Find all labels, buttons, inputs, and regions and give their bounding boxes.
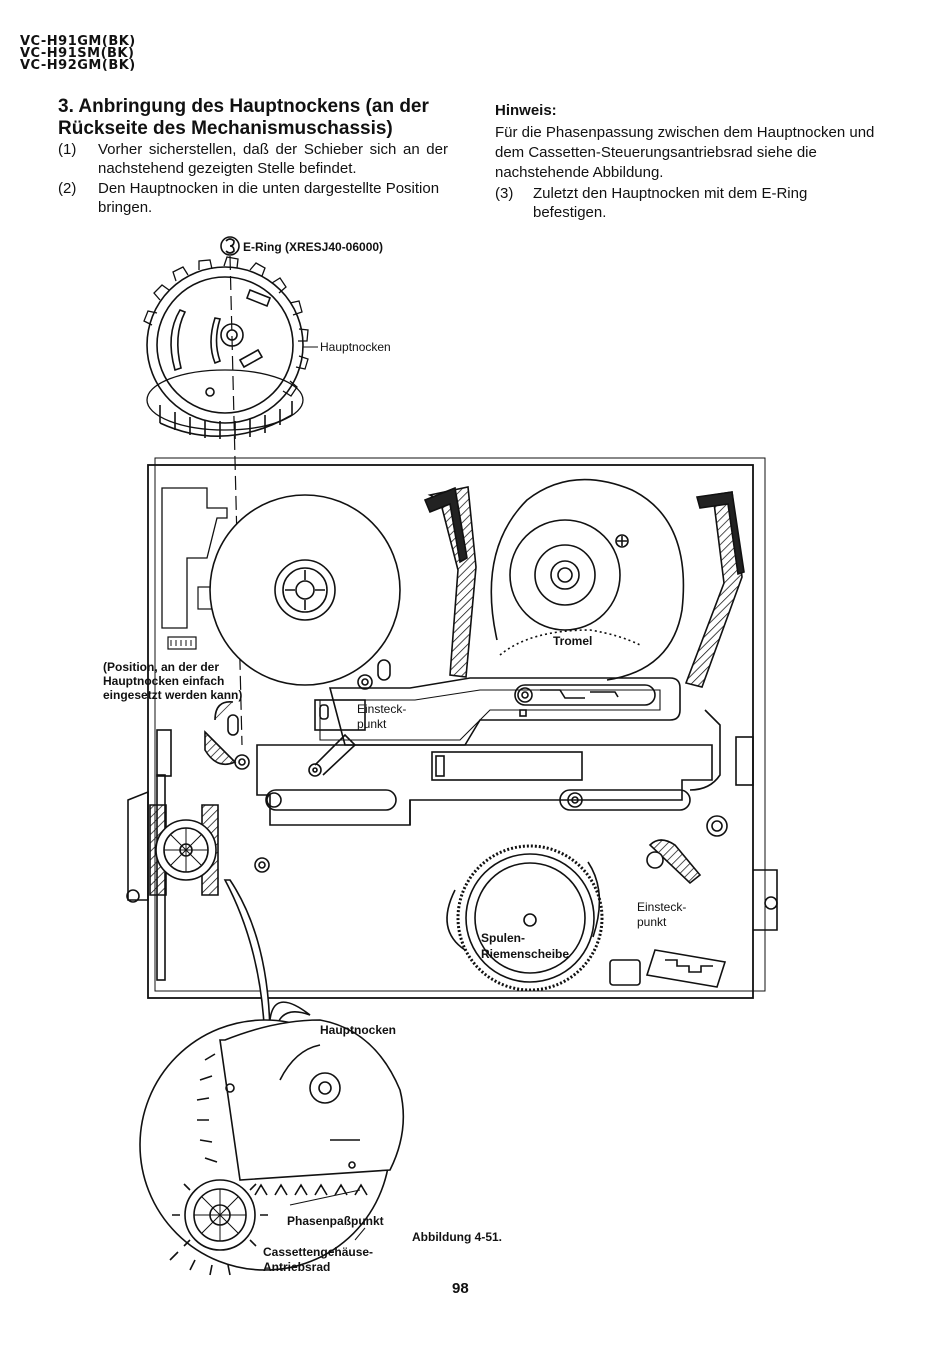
label-hauptnocken-bottom: Hauptnocken — [320, 1023, 397, 1037]
supply-reel-icon — [209, 494, 401, 686]
step-1: (1) Vorher sicherstellen, daß der Schieb… — [58, 140, 448, 180]
label-phasenpasspunkt: Phasenpaßpunkt — [287, 1214, 384, 1228]
zoom-detail-icon — [139, 1019, 405, 1276]
figure-caption: Abbildung 4-51. — [412, 1230, 502, 1244]
label-cassettengehause: Cassettengehäuse-Antriebsrad — [263, 1245, 374, 1274]
model-1: VC-H91GM(BK) — [20, 34, 136, 49]
step-3-text: Zuletzt den Hauptnocken mit dem E-Ring b… — [533, 185, 808, 221]
mechanism-diagram — [126, 236, 778, 1276]
small-gear-left-icon — [149, 804, 219, 896]
step-2-text: Den Hauptnocken in die unten dargestellt… — [98, 180, 440, 216]
section-title: 3. Anbringung des Hauptnockens (an der R… — [58, 96, 429, 139]
drum-tromel-icon — [490, 478, 685, 681]
label-einsteckpunkt-2: Einsteck-punkt — [637, 900, 687, 929]
label-einsteckpunkt-1: Einsteck-punkt — [357, 702, 407, 731]
label-e-ring: E-Ring (XRESJ40-06000) — [243, 240, 384, 254]
model-2: VC-H91SM(BK) — [20, 46, 135, 61]
step-2-number: (2) — [58, 180, 77, 197]
model-header: VC-H91GM(BK) VC-H91SM(BK) VC-H92GM(BK) — [20, 34, 136, 73]
spool-pulley-icon — [446, 844, 604, 992]
label-hauptnocken-top: Hauptnocken — [320, 340, 391, 354]
label-spulen-riemenscheibe: Spulen-Riemenscheibe — [481, 931, 570, 961]
page-number: 98 — [452, 1280, 469, 1297]
label-tromel: Tromel — [553, 634, 593, 648]
step-2: (2) Den Hauptnocken in die unten dargest… — [58, 179, 448, 219]
note-body: Für die Phasenpassung zwischen dem Haupt… — [495, 124, 875, 181]
e-ring-icon — [220, 236, 240, 256]
model-3: VC-H92GM(BK) — [20, 58, 136, 73]
main-cam-top-icon — [143, 256, 309, 439]
step-3: (3) Zuletzt den Hauptnocken mit dem E-Ri… — [495, 184, 880, 224]
label-position: (Position, an der der Hauptnocken einfac… — [103, 660, 243, 702]
note-heading: Hinweis: — [495, 102, 557, 119]
step-1-text: Vorher sicherstellen, daß der Schieber s… — [98, 141, 448, 177]
step-3-number: (3) — [495, 185, 514, 202]
slider-assembly — [256, 677, 721, 826]
step-1-number: (1) — [58, 141, 77, 158]
